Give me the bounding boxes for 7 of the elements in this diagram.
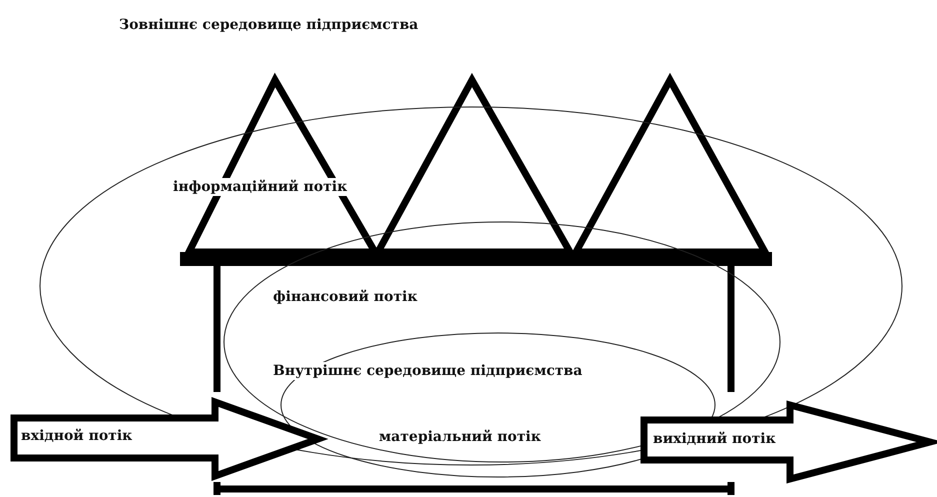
flow-label: матеріальний потік	[378, 428, 542, 446]
flow-label: інформаційний потік	[172, 178, 348, 196]
diagram-title: Зовнішнє середовище підприємства	[118, 16, 420, 34]
flow-label: фінансовий потік	[272, 288, 418, 306]
flow-label: вихідний потік	[652, 430, 777, 448]
flow-label: вхідной потік	[20, 427, 134, 445]
area-label: Внутрішнє середовище підприємства	[272, 362, 584, 380]
